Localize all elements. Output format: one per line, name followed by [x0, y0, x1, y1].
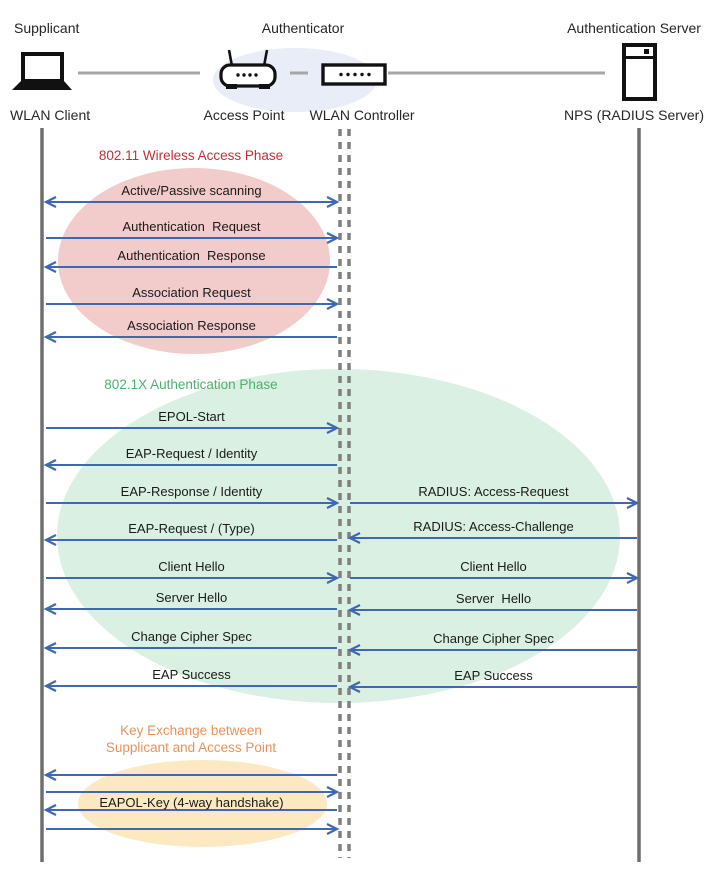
- message-label: Association Response: [127, 318, 256, 333]
- message-arrow-left: [43, 331, 337, 343]
- message-arrow-left: [43, 261, 337, 273]
- message-arrow-left: [43, 603, 337, 615]
- message-label: Client Hello: [158, 559, 225, 574]
- message-arrow-right: [46, 786, 340, 798]
- message-label: EAP-Request / (Type): [128, 521, 255, 536]
- role-label-authenticator: Authenticator: [261, 20, 345, 36]
- server-icon: [622, 43, 657, 101]
- laptop-icon: [12, 52, 72, 90]
- role-label-authentication-server: Authentication Server: [567, 20, 701, 36]
- message-arrow-right: [46, 232, 340, 244]
- message-arrow-left: [347, 681, 637, 693]
- device-label-access-point: Access Point: [203, 107, 285, 123]
- message-label: EPOL-Start: [158, 409, 225, 424]
- wlan-controller-icon: [321, 63, 387, 86]
- message-arrow-right: [350, 497, 640, 509]
- phase-title-8021x: 802.1X Authentication Phase: [104, 377, 278, 392]
- phase-title-key-exchange: Key Exchange between Supplicant and Acce…: [105, 723, 277, 755]
- message-label: EAP Success: [454, 668, 533, 683]
- message-label: EAP Success: [152, 667, 231, 682]
- message-label: Server Hello: [155, 590, 228, 605]
- message-label: EAP-Request / Identity: [125, 446, 258, 461]
- message-label: Authentication Response: [117, 248, 266, 263]
- message-label: RADIUS: Access-Challenge: [413, 519, 574, 534]
- message-arrow-right: [46, 823, 340, 835]
- phase-80211-ellipse: [58, 168, 330, 354]
- message-arrow-left: [43, 804, 337, 816]
- message-arrow-left: [43, 680, 337, 692]
- message-label: Change Cipher Spec: [131, 629, 252, 644]
- message-label: Server Hello: [455, 591, 532, 606]
- message-arrow-right: [46, 497, 340, 509]
- access-point-icon: [219, 49, 277, 89]
- device-label-wlan-controller: WLAN Controller: [309, 107, 415, 123]
- message-label: Client Hello: [460, 559, 527, 574]
- device-label-nps-radius-server: NPS (RADIUS Server): [563, 107, 705, 123]
- message-arrow-both: [43, 196, 340, 208]
- message-arrow-left: [43, 642, 337, 654]
- message-arrow-right: [46, 298, 340, 310]
- message-label: Change Cipher Spec: [433, 631, 554, 646]
- message-arrow-right: [46, 572, 340, 584]
- message-arrow-left: [347, 604, 637, 616]
- message-arrow-left: [347, 644, 637, 656]
- message-label: Active/Passive scanning: [121, 183, 262, 198]
- message-label: EAPOL-Key (4-way handshake): [99, 795, 284, 810]
- device-label-wlan-client: WLAN Client: [10, 107, 91, 123]
- message-label: EAP-Response / Identity: [120, 484, 263, 499]
- message-arrow-right: [350, 572, 640, 584]
- message-arrow-left: [43, 534, 337, 546]
- message-arrow-left: [43, 459, 337, 471]
- message-arrow-left: [43, 769, 337, 781]
- message-arrow-right: [46, 422, 340, 434]
- role-label-supplicant: Supplicant: [14, 20, 80, 36]
- message-label: RADIUS: Access-Request: [418, 484, 569, 499]
- phase-title-80211: 802.11 Wireless Access Phase: [98, 148, 284, 163]
- message-label: Association Request: [132, 285, 251, 300]
- message-arrow-left: [347, 532, 637, 544]
- message-label: Authentication Request: [122, 219, 261, 234]
